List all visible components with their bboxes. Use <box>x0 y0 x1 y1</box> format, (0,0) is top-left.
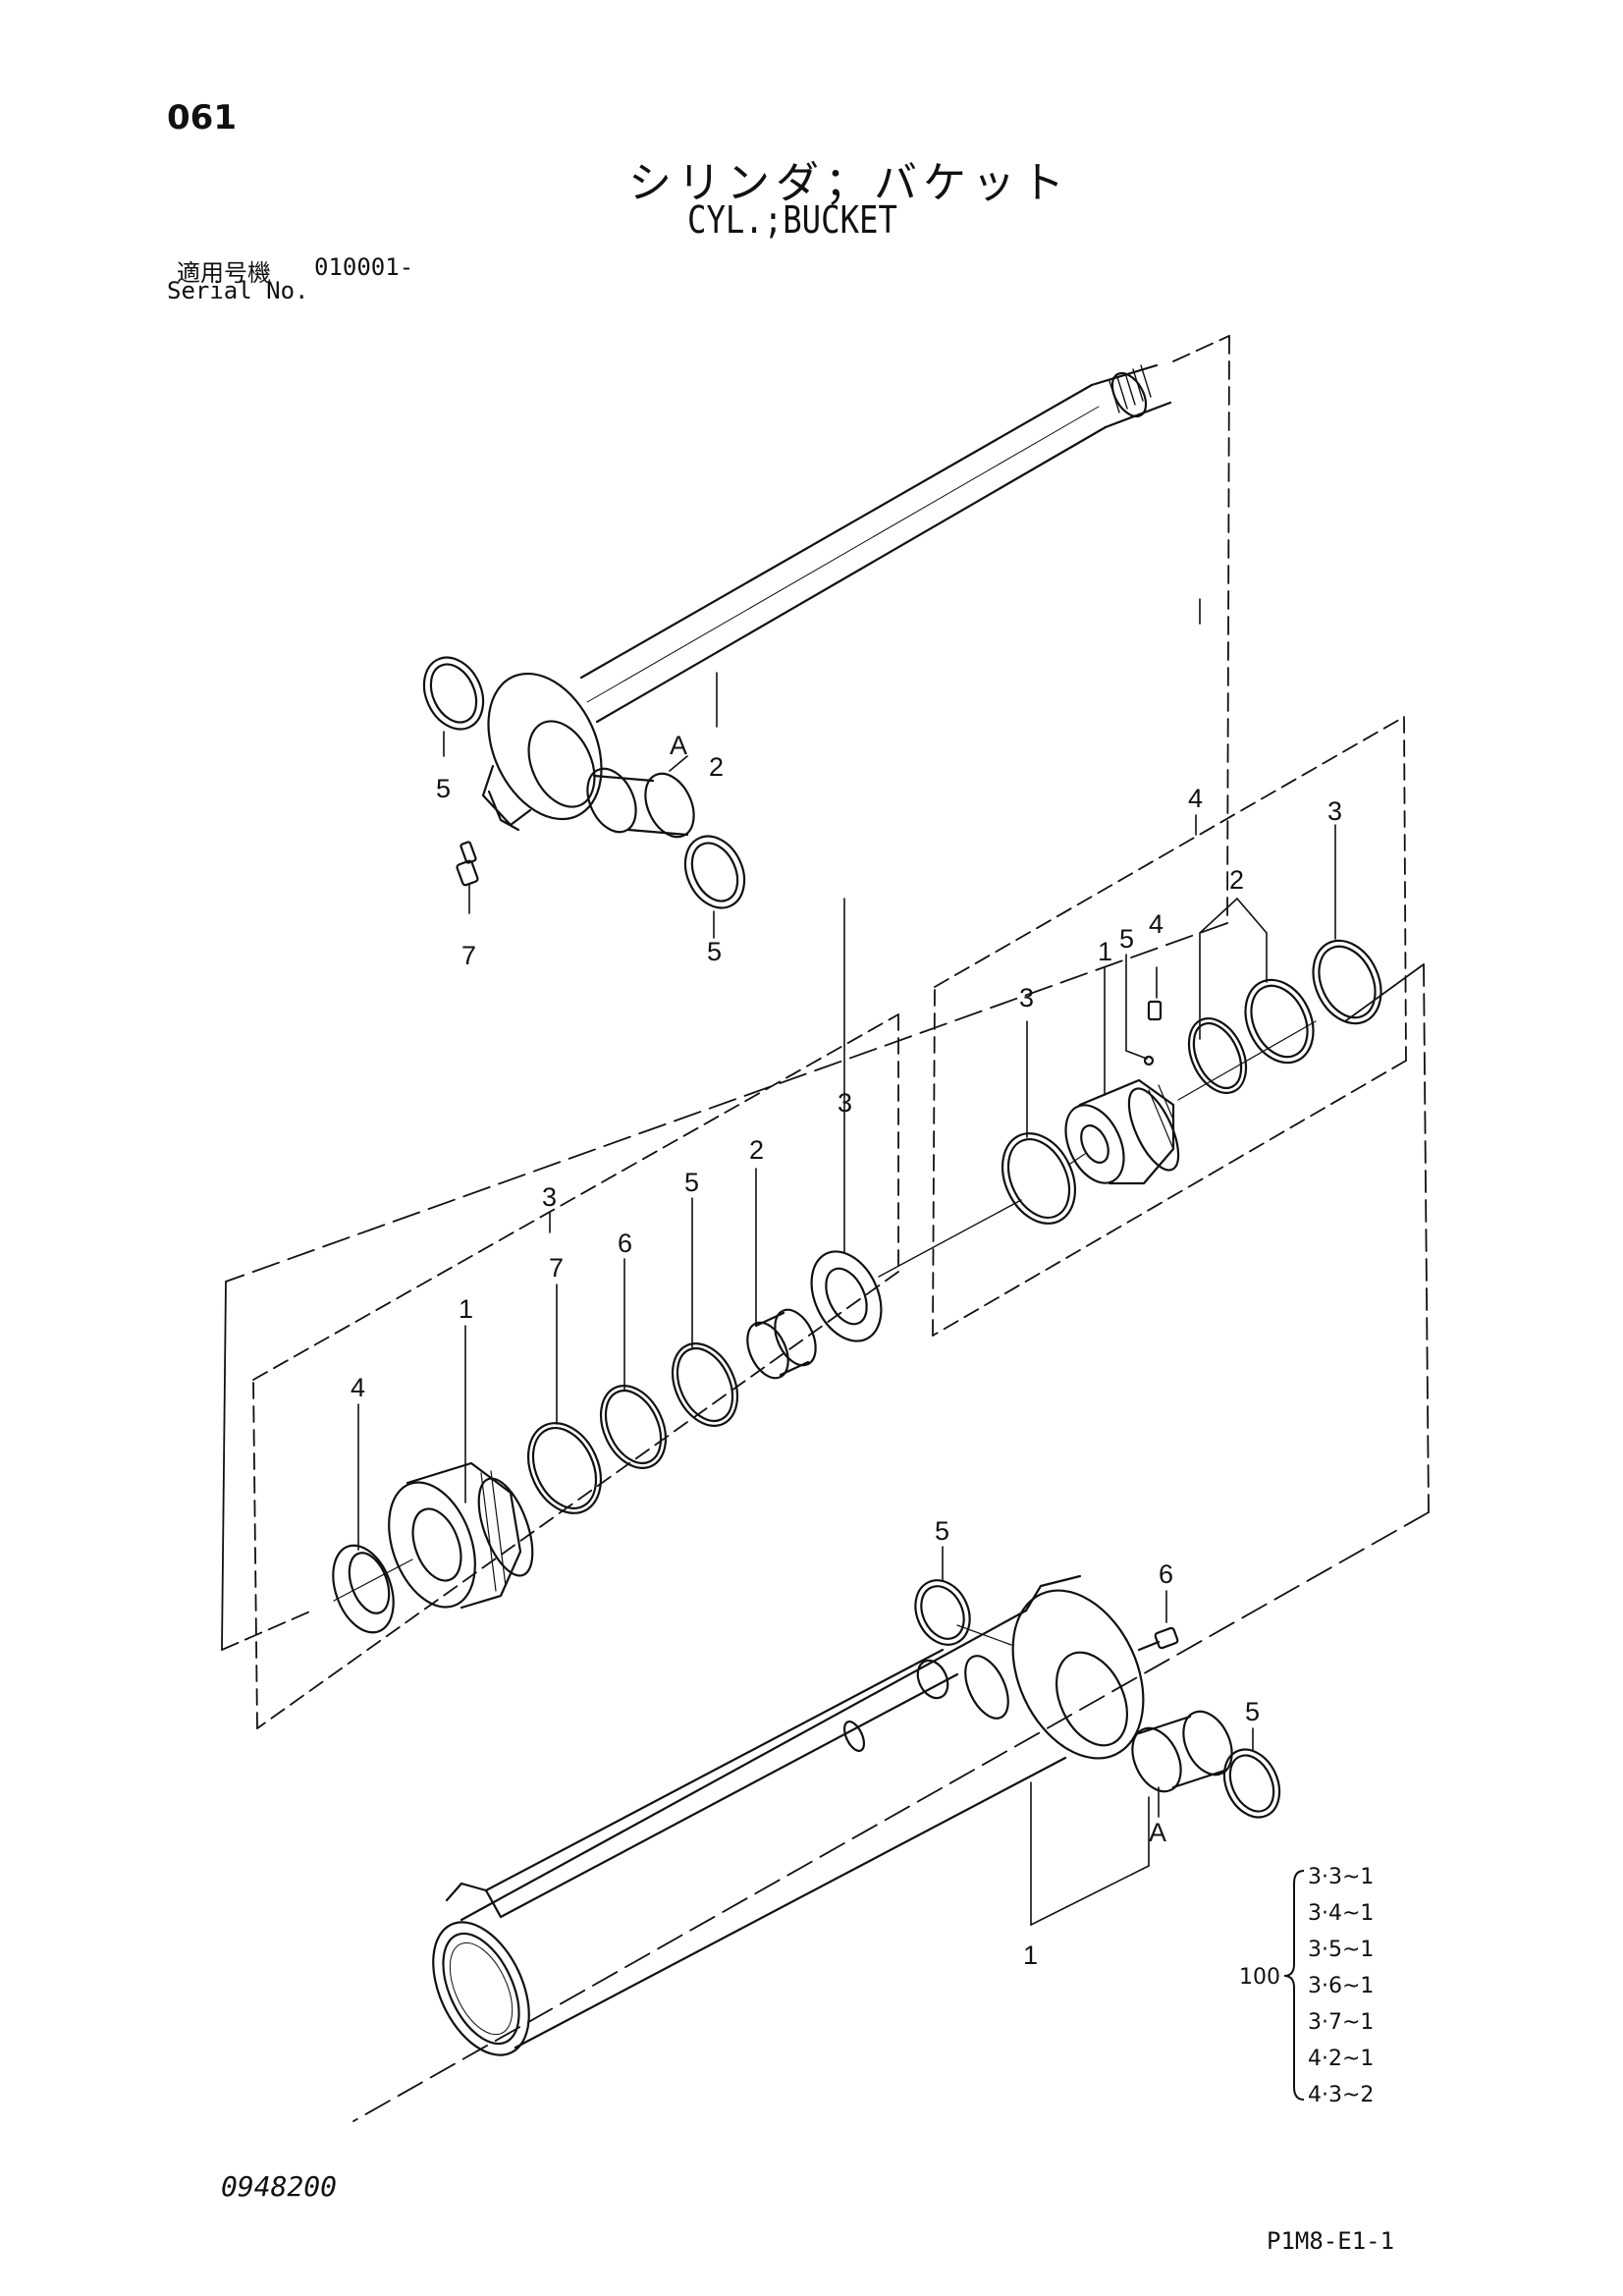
kit-reference-item: 3·7~1 <box>1308 2010 1374 2035</box>
kit-reference-item: 4·3~2 <box>1308 2083 1374 2107</box>
callout-piston-ring-back: 3 <box>1019 983 1034 1012</box>
callout-rod-tube: 2 <box>709 752 724 782</box>
kit-reference-item: 4·2~1 <box>1308 2047 1374 2071</box>
cylinder-tube <box>432 1609 1067 2056</box>
kit-reference-item: 3·5~1 <box>1308 1938 1374 1962</box>
title-english: CYL.;BUCKET <box>687 198 897 242</box>
rod-seal-left <box>422 656 485 731</box>
kit-reference: 100 3·3~1 3·4~1 3·5~1 3·6~1 3·7~1 4·2~1 … <box>1239 1865 1374 2107</box>
callout-head-kit: 3 <box>542 1182 557 1212</box>
head-ring-5 <box>671 1342 739 1427</box>
piston <box>1064 1078 1180 1185</box>
head-bushing <box>746 1308 817 1380</box>
callout-rod-seal-right: 5 <box>707 937 722 966</box>
piston-seal-a <box>1187 1017 1248 1094</box>
callout-head-seal: 3 <box>838 1088 852 1118</box>
kit-reference-item: 3·3~1 <box>1308 1865 1374 1889</box>
callout-cyl-grease-nipple: 6 <box>1159 1559 1173 1589</box>
title-japanese: シリンダ；バケット <box>628 158 1070 208</box>
callout-cyl-bushing-a: A <box>1149 1818 1166 1847</box>
rod-bushing <box>586 767 695 839</box>
rod-seal-left-inner <box>429 663 478 724</box>
rod-seal-right <box>683 835 746 909</box>
head-oring-7 <box>527 1422 602 1514</box>
cyl-seal-top <box>914 1579 971 1646</box>
piston-ring-front <box>1312 939 1382 1025</box>
callout-piston-ring-front: 3 <box>1327 796 1342 826</box>
callout-head-oring-6: 6 <box>618 1229 632 1258</box>
document-number: 0948200 <box>221 2170 338 2203</box>
piston-setscrew <box>1147 1000 1163 1021</box>
serial-range: 010001- <box>314 253 414 281</box>
serial-label-english: Serial No. <box>167 277 309 304</box>
piston-rod <box>579 363 1172 724</box>
rod-eye <box>481 672 603 832</box>
callout-cyl-seal-right: 5 <box>1245 1697 1260 1726</box>
kit-reference-item: 3·4~1 <box>1308 1901 1374 1926</box>
callout-piston-seal-pair: 2 <box>1229 865 1244 895</box>
cylinder-bottom-eye <box>916 1574 1145 1760</box>
cylinder-head <box>388 1461 534 1610</box>
callout-head-ring-5: 5 <box>684 1168 699 1197</box>
callout-piston-setscrew: 4 <box>1149 909 1163 939</box>
cyl-bushing <box>1131 1710 1233 1793</box>
cyl-seal-right <box>1222 1748 1281 1819</box>
page-number: 061 <box>167 98 237 137</box>
kit-reference-label: 100 <box>1239 1965 1280 1990</box>
rod-seal-right-inner <box>690 842 739 902</box>
callout-piston: 1 <box>1098 937 1112 966</box>
head-seal <box>810 1250 883 1342</box>
kit-reference-item: 3·6~1 <box>1308 1974 1374 1998</box>
serial-label-japanese: 適用号機 <box>177 259 271 287</box>
figure-code: P1M8-E1-1 <box>1267 2227 1395 2255</box>
callout-piston-kit: 4 <box>1188 784 1203 813</box>
callout-rod-grease-nipple: 7 <box>461 941 476 970</box>
callout-cyl-seal-top: 5 <box>935 1516 949 1546</box>
cyl-grease-nipple <box>1137 1626 1179 1652</box>
piston-seal-b <box>1244 978 1315 1065</box>
callout-cyl-tube: 1 <box>1023 1941 1038 1970</box>
callout-piston-ball: 5 <box>1119 924 1134 954</box>
callout-rod-seal-left: 5 <box>436 774 451 803</box>
callout-head-bushing: 2 <box>749 1135 764 1165</box>
piston-ball <box>1143 1055 1155 1066</box>
callout-head-oring-7: 7 <box>549 1253 564 1283</box>
head-oring-6 <box>599 1385 668 1469</box>
callout-head: 1 <box>459 1294 473 1324</box>
callout-rod-bushing-a: A <box>670 731 687 760</box>
piston-ring-back <box>1001 1132 1076 1225</box>
rod-grease-nipple <box>456 841 479 887</box>
callout-head-wiper: 4 <box>351 1373 365 1402</box>
